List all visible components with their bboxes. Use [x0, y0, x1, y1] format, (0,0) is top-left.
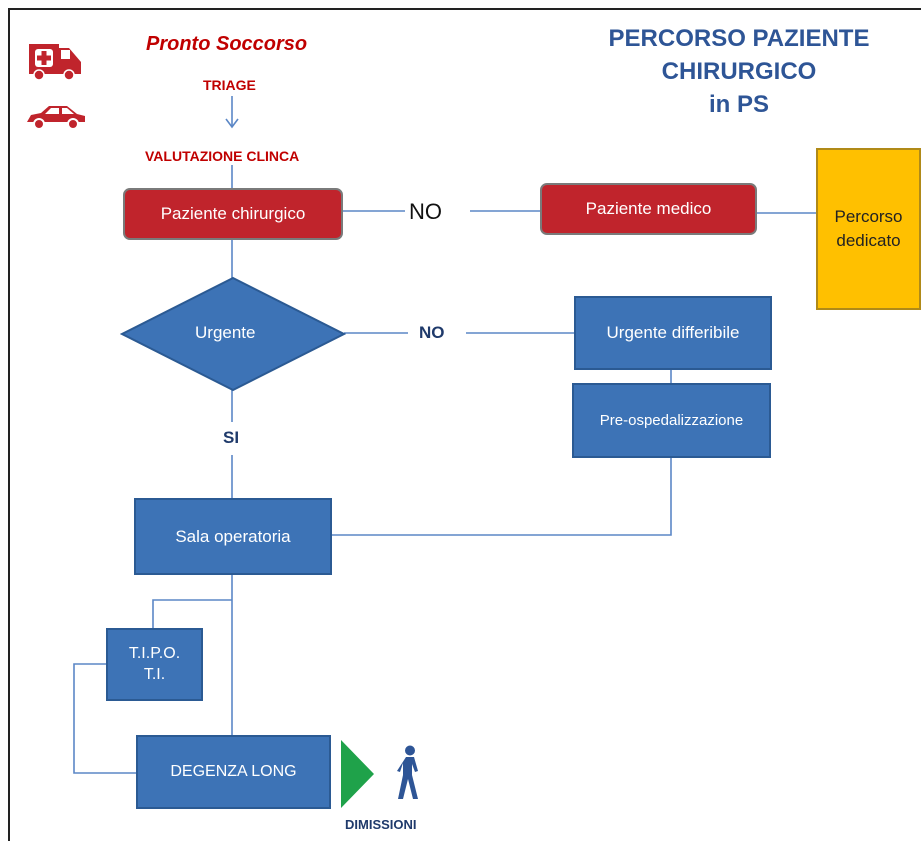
page-title: PERCORSO PAZIENTE CHIRURGICO in PS: [598, 22, 880, 121]
title-line-3: in PS: [708, 91, 769, 118]
connector-tipo-degenza: [73, 663, 136, 774]
green-arrow-icon: [341, 740, 374, 808]
tipo-line-1: T.I.P.O.: [128, 645, 181, 662]
tipo-line-2: T.I.: [143, 666, 166, 683]
pre-ospedalizzazione-label: Pre-ospedalizzazione: [599, 412, 744, 429]
car-icon: [27, 106, 85, 130]
title-line-1: PERCORSO PAZIENTE: [608, 25, 870, 52]
paziente-medico-label: Paziente medico: [585, 199, 712, 218]
urgente-differibile-label: Urgente differibile: [606, 323, 740, 342]
ambulance-icon: [29, 44, 81, 81]
pronto-soccorso-label: Pronto Soccorso: [146, 33, 308, 55]
walking-person-icon: [397, 745, 418, 799]
percorso-dedicato-box: Percorso dedicato: [816, 148, 921, 310]
paziente-medico-box: Paziente medico: [540, 183, 757, 235]
degenza-long-label: DEGENZA LONG: [170, 763, 297, 780]
diagram-frame: [8, 8, 921, 841]
paziente-chirurgico-box: Paziente chirurgico: [123, 188, 343, 240]
valutazione-label: VALUTAZIONE CLINCA: [145, 148, 300, 164]
urgente-diamond: [120, 276, 346, 392]
triage-label: TRIAGE: [203, 77, 256, 93]
paziente-chirurgico-label: Paziente chirurgico: [160, 204, 306, 223]
urgente-label: Urgente: [195, 323, 256, 342]
no-urgente-label: NO: [419, 323, 445, 342]
pre-ospedalizzazione-box: Pre-ospedalizzazione: [572, 383, 771, 458]
title-line-2: CHIRURGICO: [661, 58, 817, 85]
sala-operatoria-box: Sala operatoria: [134, 498, 332, 575]
degenza-long-box: DEGENZA LONG: [136, 735, 331, 809]
percorso-dedicato-line-1: Percorso: [834, 207, 903, 226]
tipo-box: T.I.P.O. T.I.: [106, 628, 203, 701]
si-label: SI: [223, 428, 240, 447]
dimissioni-label: DIMISSIONI: [345, 817, 417, 832]
urgente-differibile-box: Urgente differibile: [574, 296, 772, 370]
connector-preosp-sala: [332, 458, 672, 536]
percorso-dedicato-line-2: dedicato: [836, 231, 901, 250]
triage-arrow-head: [225, 118, 239, 129]
no-medico-label: NO: [409, 199, 442, 224]
connector-sala-tipo: [152, 599, 232, 628]
sala-operatoria-label: Sala operatoria: [175, 526, 291, 546]
